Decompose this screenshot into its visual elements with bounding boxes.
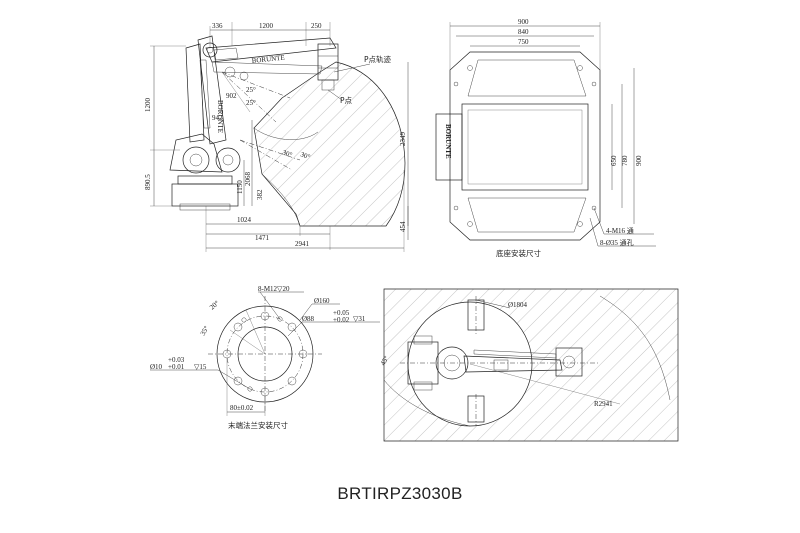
side-inner-dimensions: 902 942 2068 1150 382	[212, 92, 264, 206]
flange-pcd: 80±0.02	[230, 404, 254, 412]
dim-left-1: 1200	[144, 98, 152, 113]
top-dia-inner: Ø1804	[508, 301, 528, 309]
base-dim-900-v: 900	[635, 155, 643, 166]
flange-pin-tol-lower: +0.01	[168, 363, 185, 371]
base-brand-label: BORUNTE	[444, 124, 452, 159]
base-dim-780: 780	[621, 155, 629, 166]
dim-right-2: 454	[399, 221, 407, 232]
base-outline	[449, 51, 601, 241]
base-plate-center	[461, 103, 589, 191]
flange-angle-20: 20°	[208, 299, 221, 312]
dim-inner-382: 382	[256, 189, 264, 200]
side-inner-boundary	[253, 127, 319, 140]
dim-inner-902: 902	[226, 92, 237, 100]
base-dim-650: 650	[610, 155, 618, 166]
side-top-dimensions: 336 1200 250	[209, 22, 331, 46]
dim-inner-2068: 2068	[244, 172, 252, 187]
base-dim-840: 840	[518, 28, 529, 36]
flange-dia-bore: Ø88	[302, 315, 315, 323]
dim-inner-1150: 1150	[236, 180, 244, 194]
base-dim-750: 750	[518, 38, 529, 46]
flange-pin-depth: ▽15	[194, 363, 207, 371]
angle-label-2: 25°	[246, 99, 256, 107]
top-radius-outer: R2941	[594, 400, 613, 408]
p-trajectory-label: P点轨迹	[364, 54, 392, 64]
side-angle-lines	[221, 71, 301, 171]
base-holes-d35: 8-Ø35 通孔	[600, 238, 634, 247]
base-caption: 底座安装尺寸	[496, 248, 541, 258]
angle-label-4: 30°	[299, 150, 311, 161]
top-workspace-boundary	[383, 288, 679, 442]
flange-thread-spec: 8-M12▽20	[258, 285, 290, 293]
flange-caption: 末端法兰安装尺寸	[228, 420, 288, 430]
flange-bolt-holes	[222, 311, 308, 397]
side-column-brand-label: BORUNTE	[216, 100, 224, 133]
side-arm-brand-label: BORUNTE	[251, 54, 285, 65]
side-robot-body: BORUNTE BORUNTE	[169, 35, 339, 211]
flange-dia-outer: Ø160	[314, 297, 330, 305]
base-mounting-holes	[453, 65, 597, 227]
p-point-label: P点	[340, 96, 353, 105]
side-left-dimensions: 1200 890.5	[144, 45, 186, 207]
dim-bottom-2: 1471	[255, 234, 270, 242]
top-angle-label: 45°	[379, 354, 391, 367]
end-flange-view: 20° 35° 8-M12▽20 Ø160 Ø88 +0.05 +0.02 ▽3…	[150, 285, 380, 430]
flange-bore-depth: ▽31	[353, 315, 366, 323]
dim-inner-942: 942	[212, 114, 223, 122]
top-workspace-view: Ø1804 R2941 45°	[379, 288, 679, 442]
dim-left-2: 890.5	[144, 174, 152, 190]
base-dim-900: 900	[518, 18, 529, 26]
dim-bottom-3: 2941	[295, 240, 310, 248]
flange-bore-tol-lower: +0.02	[333, 316, 350, 324]
dim-top-2: 1200	[259, 22, 274, 30]
dim-bottom-1: 1024	[237, 216, 252, 224]
top-robot-body	[400, 296, 600, 426]
angle-label-1: 25°	[246, 86, 256, 94]
flange-pin-dia: Ø10	[150, 363, 163, 371]
model-title: BRTIRPZ3030B	[337, 484, 463, 503]
flange-pin-tol-upper: +0.03	[168, 356, 185, 364]
side-view-drawing: BORUNTE BORUNTE P点轨迹 P点 25° 25° 30° 30°	[144, 22, 409, 252]
dim-top-3: 250	[311, 22, 322, 30]
dim-right-1: 2349	[399, 132, 407, 147]
side-right-dimensions: 2349 454	[399, 62, 409, 240]
side-bottom-dimensions: 1024 1471 2941	[205, 170, 405, 252]
side-inner-arc	[261, 173, 301, 227]
base-side-unit	[435, 113, 463, 181]
base-holes-m16: 4-M16 通	[606, 226, 634, 235]
dim-top-1: 336	[212, 22, 223, 30]
flange-angle-35: 35°	[199, 324, 211, 337]
base-bottom-flap	[467, 197, 587, 233]
base-mounting-view: BORUNTE 900 840 750 650 780 900 4-M16 通 …	[435, 18, 656, 258]
side-workspace-envelope	[253, 61, 406, 227]
angle-label-3: 30°	[281, 148, 293, 159]
flange-bore-tol-upper: +0.05	[333, 309, 350, 317]
base-top-flap	[467, 59, 587, 97]
